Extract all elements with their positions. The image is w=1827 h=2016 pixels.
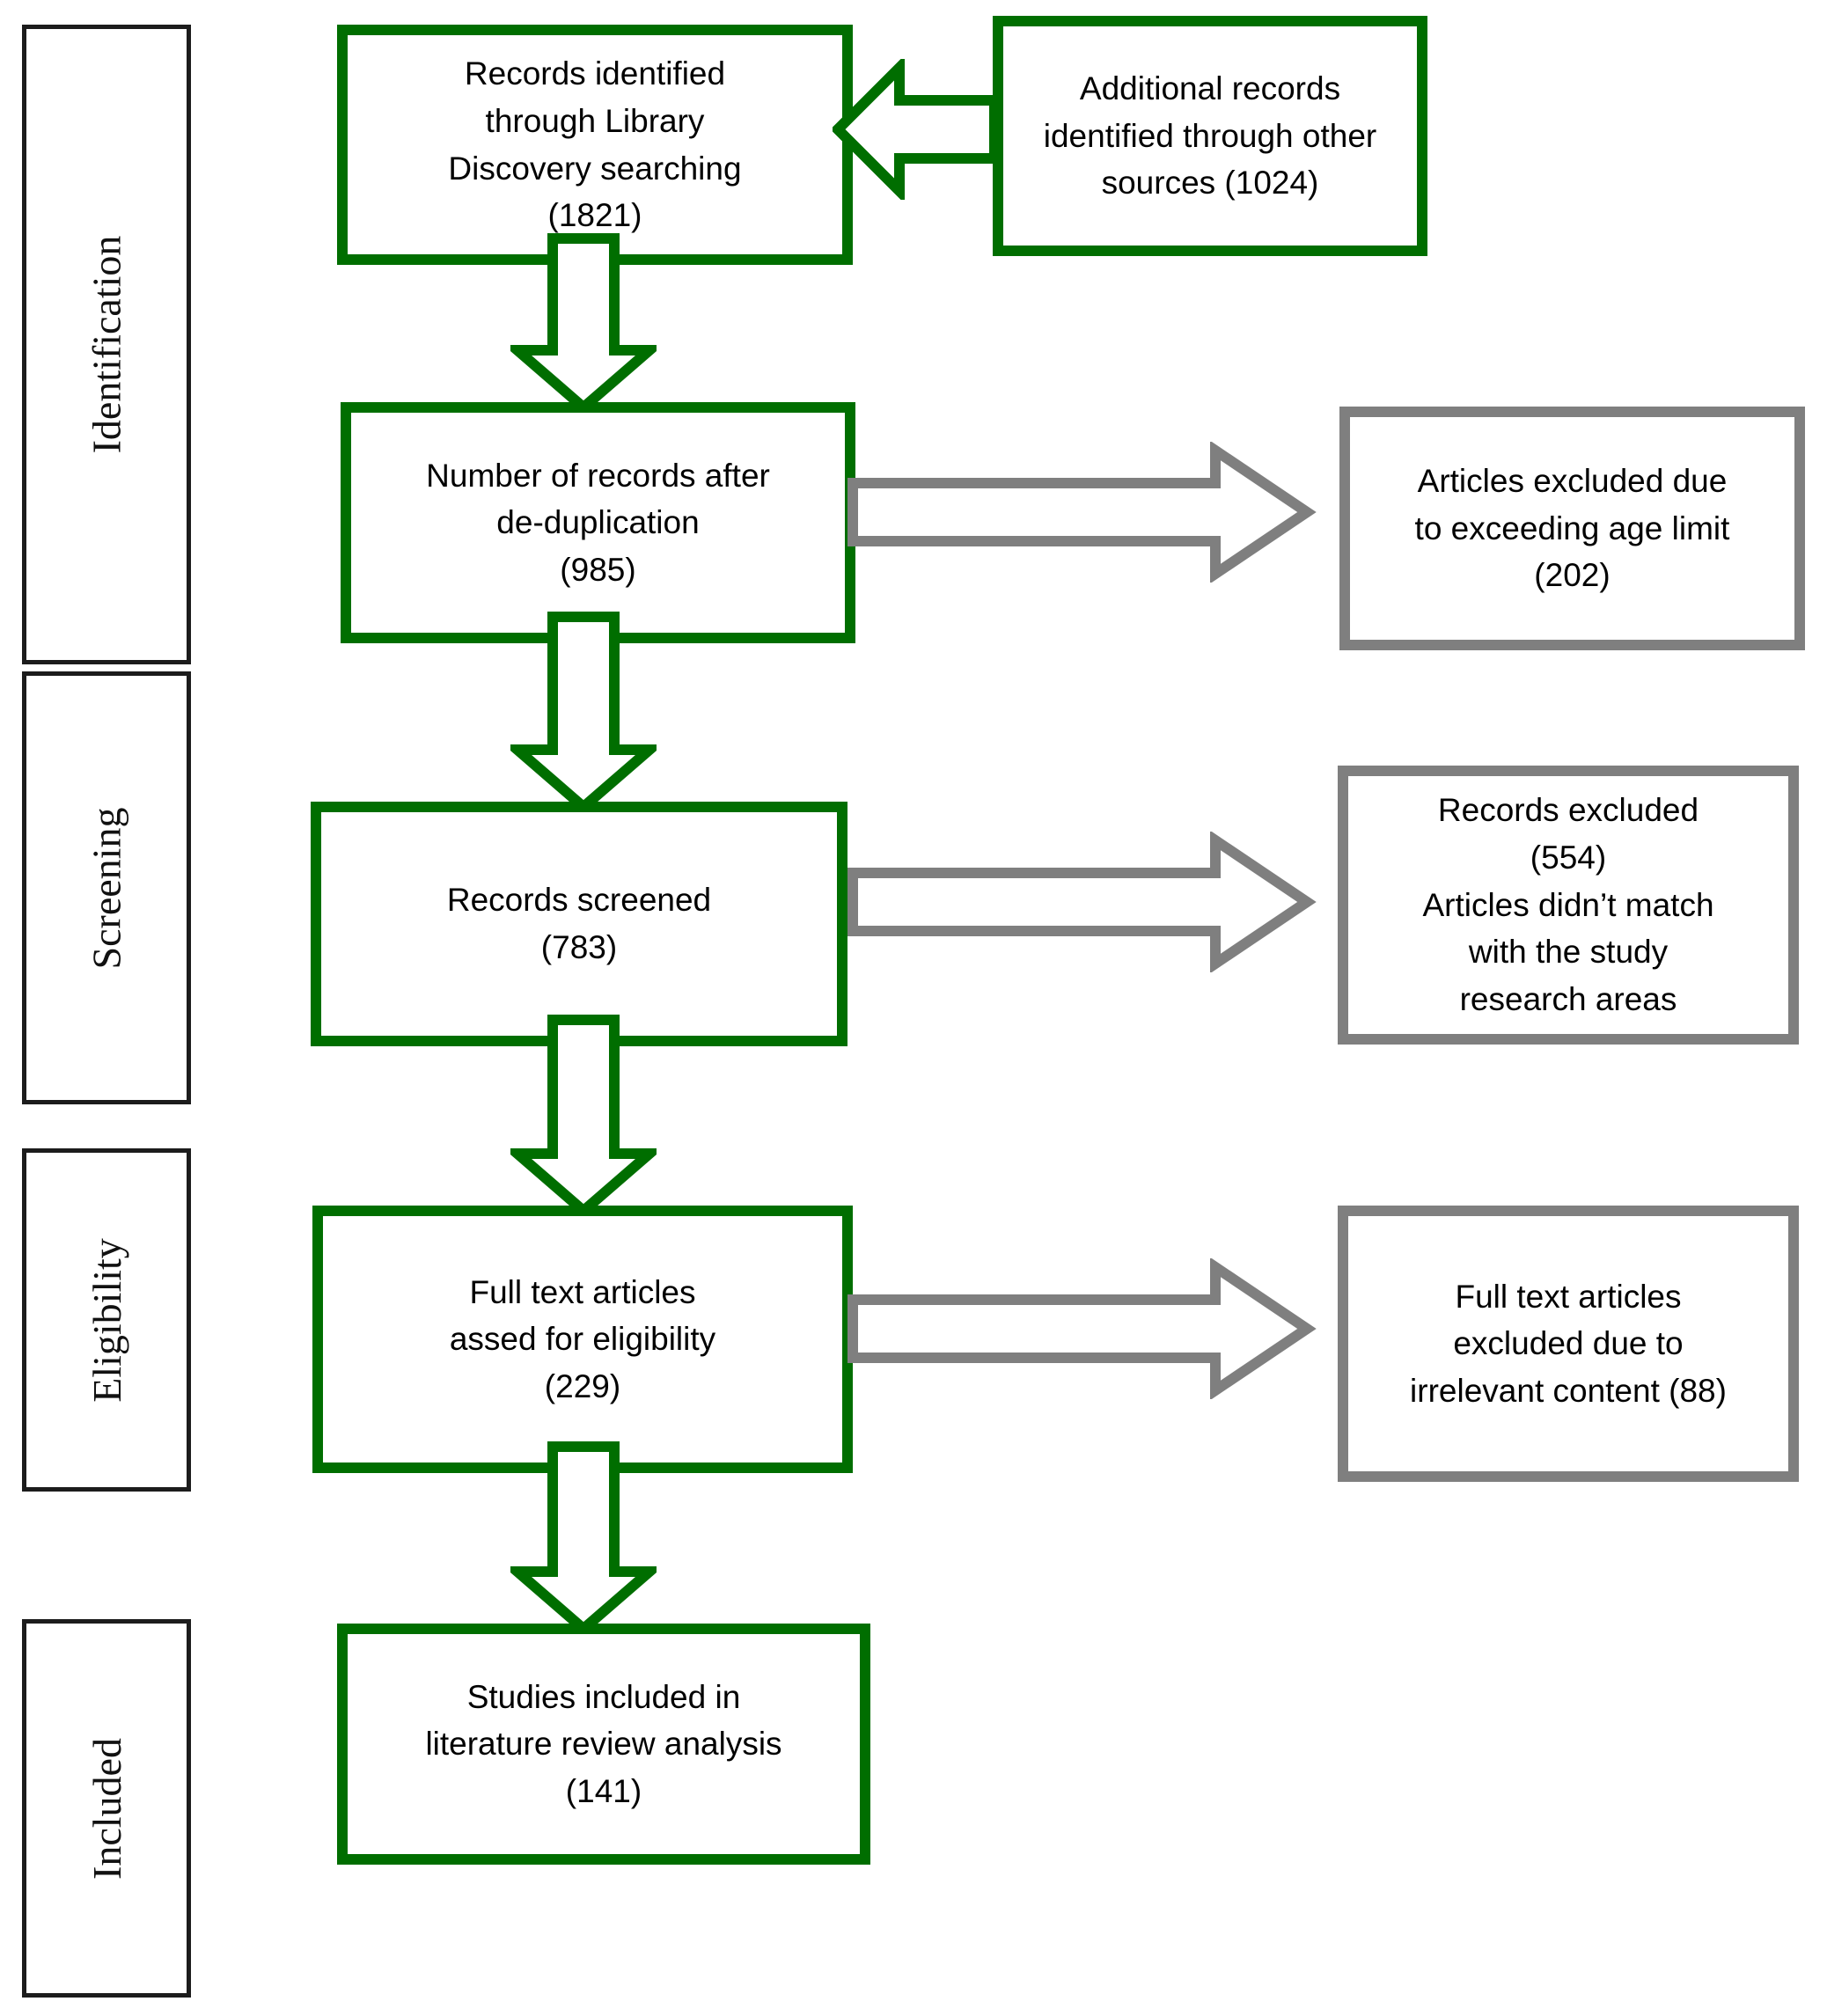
stage-box-eligibility: Eligibility: [22, 1148, 191, 1492]
stage-box-identification: Identification: [22, 25, 191, 664]
flow-box-studies-included-text: Studies included in literature review an…: [425, 1678, 782, 1809]
exclusion-box-no-match-text: Records excluded (554) Articles didn’t m…: [1422, 792, 1714, 1017]
arrow-right-icon: [847, 832, 1317, 972]
exclusion-box-age-limit-text: Articles excluded due to exceeding age l…: [1414, 463, 1730, 594]
stage-box-included: Included: [22, 1619, 191, 1998]
exclusion-box-irrelevant: Full text articles excluded due to irrel…: [1338, 1206, 1799, 1482]
flow-box-records-identified-text: Records identified through Library Disco…: [448, 55, 742, 234]
arrow-down-icon: [510, 1015, 657, 1216]
flow-box-full-text-assessed: Full text articles assed for eligibility…: [312, 1206, 853, 1473]
arrow-down-icon: [510, 612, 657, 812]
flow-box-records-identified: Records identified through Library Disco…: [337, 25, 853, 265]
flow-box-deduplication-text: Number of records after de-duplication (…: [426, 457, 770, 588]
flow-box-studies-included: Studies included in literature review an…: [337, 1624, 870, 1865]
arrow-right-icon: [847, 1258, 1317, 1399]
arrow-down-icon: [510, 1441, 657, 1634]
flow-box-records-screened: Records screened (783): [311, 802, 847, 1046]
exclusion-box-no-match: Records excluded (554) Articles didn’t m…: [1338, 766, 1799, 1045]
flow-box-records-screened-text: Records screened (783): [446, 882, 712, 965]
arrow-left-icon: [833, 59, 1000, 200]
stage-label-included: Included: [84, 1737, 129, 1880]
flow-box-full-text-assessed-text: Full text articles assed for eligibility…: [449, 1273, 716, 1404]
stage-label-identification: Identification: [84, 235, 129, 454]
stage-label-screening: Screening: [84, 807, 129, 969]
arrow-right-icon: [847, 442, 1317, 583]
flow-box-additional-records-text: Additional records identified through ot…: [1043, 70, 1377, 202]
flow-box-deduplication: Number of records after de-duplication (…: [341, 402, 855, 643]
arrow-down-icon: [510, 233, 657, 413]
stage-label-eligibility: Eligibility: [84, 1237, 129, 1403]
exclusion-box-age-limit: Articles excluded due to exceeding age l…: [1339, 407, 1805, 650]
exclusion-box-irrelevant-text: Full text articles excluded due to irrel…: [1410, 1278, 1727, 1409]
flow-box-additional-records: Additional records identified through ot…: [993, 16, 1427, 256]
stage-box-screening: Screening: [22, 671, 191, 1104]
